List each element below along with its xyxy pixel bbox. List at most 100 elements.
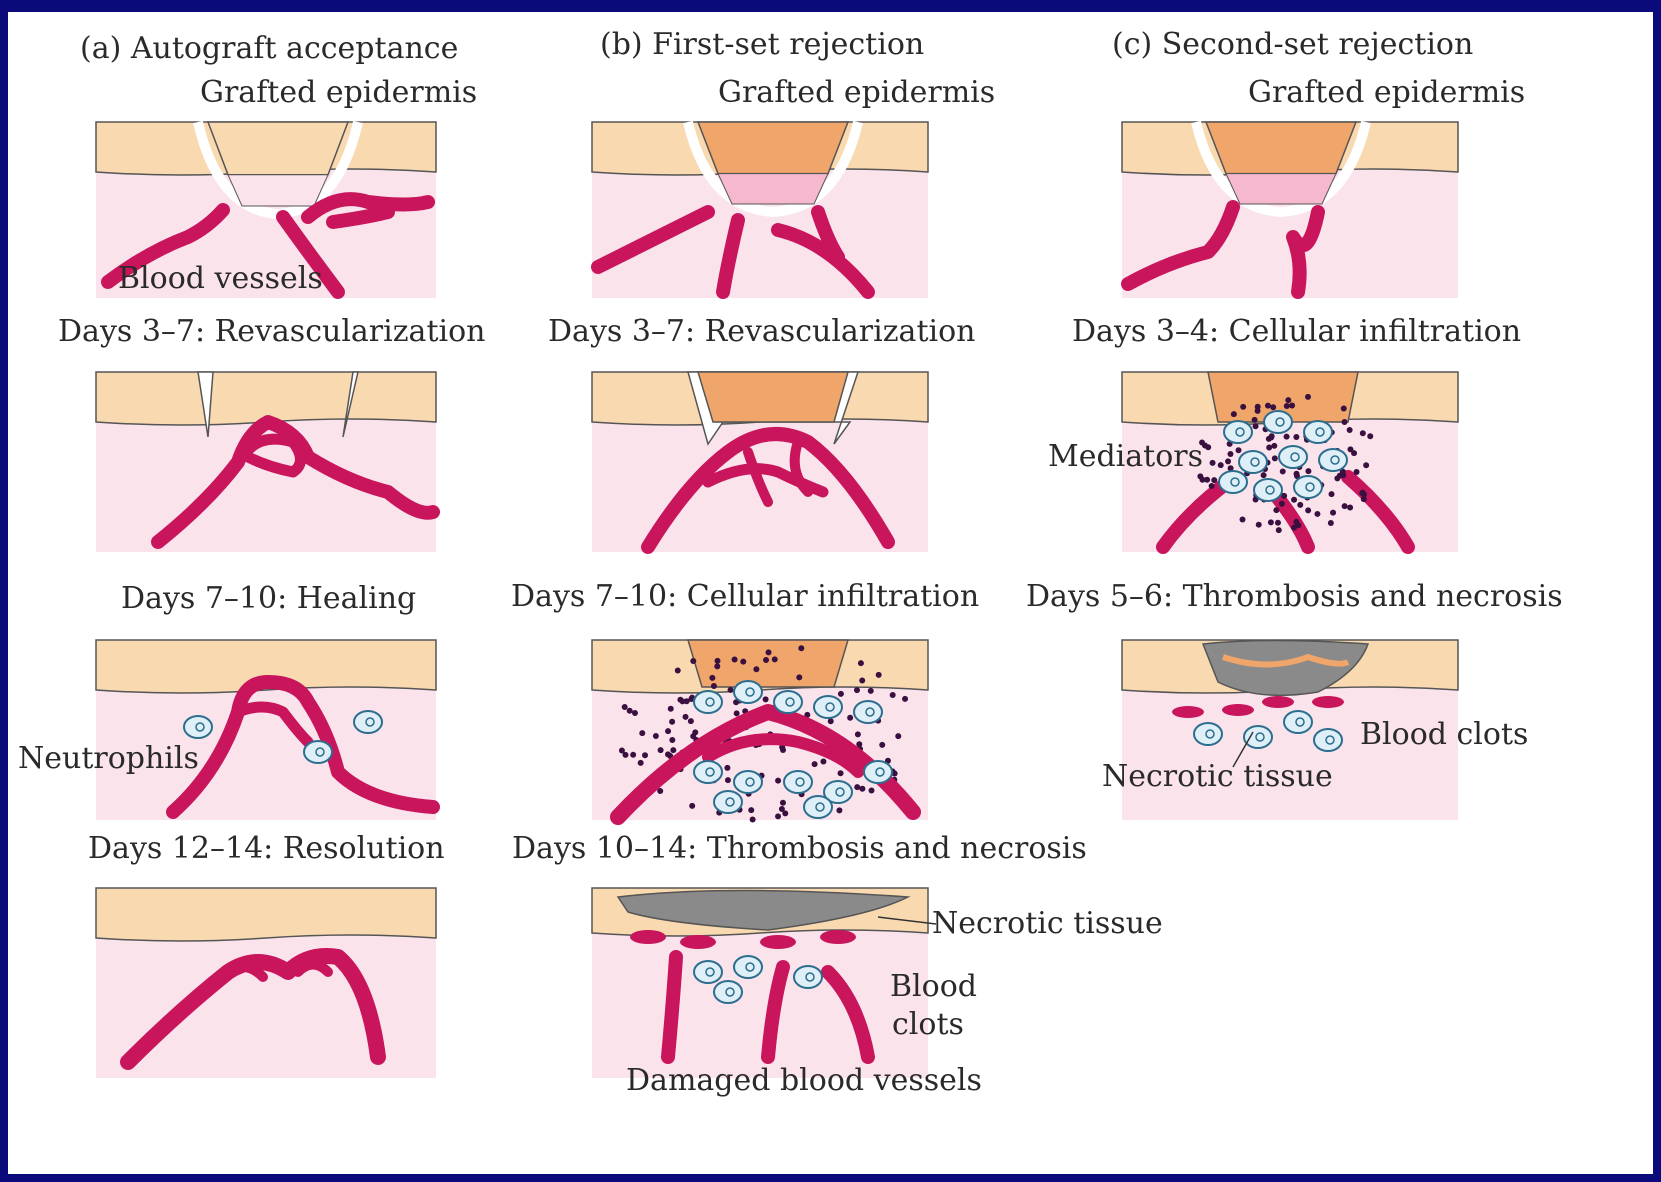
mediator-dot bbox=[1210, 460, 1216, 466]
infiltrating-cell bbox=[1239, 451, 1267, 473]
mediator-dot bbox=[1271, 443, 1277, 449]
mediator-dot bbox=[772, 656, 778, 662]
mediator-dot bbox=[669, 719, 675, 725]
infiltrating-cell bbox=[784, 771, 812, 793]
label-necrotic-tissue-c: Necrotic tissue bbox=[1102, 762, 1333, 792]
mediator-dot bbox=[1275, 520, 1281, 526]
mediator-dot bbox=[1284, 403, 1290, 409]
infiltrating-cell bbox=[1304, 421, 1332, 443]
infiltrating-cell bbox=[1224, 421, 1252, 443]
mediator-dot bbox=[1252, 417, 1258, 423]
mediator-dot bbox=[1261, 472, 1267, 478]
mediator-dot bbox=[836, 807, 842, 813]
mediator-dot bbox=[1363, 462, 1369, 468]
infiltrating-cell bbox=[854, 701, 882, 723]
infiltrating-cell bbox=[694, 761, 722, 783]
mediator-dot bbox=[632, 710, 638, 716]
infiltrating-cell bbox=[1279, 446, 1307, 468]
label-blood-clots-b-line2: clots bbox=[892, 1010, 964, 1040]
mediator-dot bbox=[1256, 522, 1262, 528]
panel-a4-epidermis bbox=[96, 888, 436, 941]
mediator-dot bbox=[1347, 446, 1353, 452]
infiltrating-cell bbox=[694, 961, 722, 983]
mediator-dot bbox=[1225, 458, 1231, 464]
mediator-dot bbox=[668, 706, 674, 712]
stage-b4: Days 10–14: Thrombosis and necrosis bbox=[512, 834, 1087, 864]
mediator-dot bbox=[627, 708, 633, 714]
mediator-dot bbox=[854, 687, 860, 693]
mediator-dot bbox=[683, 714, 689, 720]
label-neutrophils: Neutrophils bbox=[18, 744, 199, 774]
stage-b3: Days 7–10: Cellular infiltration bbox=[511, 582, 979, 612]
mediator-dot bbox=[734, 710, 740, 716]
label-blood-clots-b-line1: Blood bbox=[890, 972, 977, 1002]
mediator-dot bbox=[714, 663, 720, 669]
mediator-dot bbox=[725, 777, 731, 783]
mediator-dot bbox=[748, 807, 754, 813]
mediator-dot bbox=[812, 761, 818, 767]
mediator-dot bbox=[796, 674, 802, 680]
panel-a1-graft bbox=[208, 122, 348, 175]
label-grafted-epidermis-a: Grafted epidermis bbox=[200, 78, 477, 108]
stage-a3: Days 7–10: Healing bbox=[121, 584, 416, 614]
stage-c2: Days 3–4: Cellular infiltration bbox=[1072, 317, 1521, 347]
panel-c1-graft-base bbox=[1226, 174, 1336, 204]
mediator-dot bbox=[690, 733, 696, 739]
mediator-dot bbox=[856, 741, 862, 747]
panel-b1-graft-base bbox=[718, 174, 828, 204]
mediator-dot bbox=[895, 733, 901, 739]
blood-clot bbox=[1312, 696, 1344, 708]
panel-c1-graft bbox=[1206, 122, 1356, 174]
mediator-dot bbox=[688, 718, 694, 724]
mediator-dot bbox=[1289, 403, 1295, 409]
mediator-dot bbox=[665, 728, 671, 734]
mediator-dot bbox=[1342, 503, 1348, 509]
neutrophil-cell bbox=[304, 741, 332, 763]
infiltrating-cell bbox=[1319, 449, 1347, 471]
mediator-dot bbox=[740, 659, 746, 665]
mediator-dot bbox=[1367, 433, 1373, 439]
label-necrotic-tissue-b: Necrotic tissue bbox=[932, 909, 1163, 939]
vessel-b4-1 bbox=[668, 957, 676, 1057]
panel-b1-graft bbox=[698, 122, 848, 174]
mediator-dot bbox=[855, 731, 861, 737]
mediator-dot bbox=[780, 800, 786, 806]
mediator-dot bbox=[1236, 447, 1242, 453]
mediator-dot bbox=[859, 678, 865, 684]
label-mediators: Mediators bbox=[1048, 442, 1203, 472]
mediator-dot bbox=[763, 657, 769, 663]
mediator-dot bbox=[1360, 430, 1366, 436]
mediator-dot bbox=[677, 697, 683, 703]
infiltrating-cell bbox=[1254, 479, 1282, 501]
mediator-dot bbox=[1347, 427, 1353, 433]
mediator-dot bbox=[820, 758, 826, 764]
mediator-dot bbox=[630, 752, 636, 758]
mediator-dot bbox=[753, 666, 759, 672]
mediator-dot bbox=[709, 675, 715, 681]
stage-b2: Days 3–7: Revascularization bbox=[548, 317, 975, 347]
mediator-dot bbox=[1291, 497, 1297, 503]
mediator-dot bbox=[1272, 455, 1278, 461]
mediator-dot bbox=[750, 817, 756, 823]
infiltrating-cell bbox=[1284, 711, 1312, 733]
mediator-dot bbox=[638, 760, 644, 766]
mediator-dot bbox=[690, 658, 696, 664]
mediator-dot bbox=[1211, 477, 1217, 483]
blood-clot bbox=[1222, 704, 1254, 716]
mediator-dot bbox=[1276, 527, 1282, 533]
neutrophil-cell bbox=[184, 716, 212, 738]
infiltrating-cell bbox=[1244, 726, 1272, 748]
infiltrating-cell bbox=[804, 796, 832, 818]
mediator-dot bbox=[1255, 404, 1261, 410]
infiltrating-cell bbox=[1264, 411, 1292, 433]
blood-clot bbox=[630, 930, 666, 944]
mediator-dot bbox=[775, 778, 781, 784]
mediator-dot bbox=[1354, 469, 1360, 475]
infiltrating-cell bbox=[714, 981, 742, 1003]
mediator-dot bbox=[1218, 462, 1224, 468]
mediator-dot bbox=[642, 752, 648, 758]
mediator-dot bbox=[639, 730, 645, 736]
infiltrating-cell bbox=[694, 691, 722, 713]
mediator-dot bbox=[847, 715, 853, 721]
